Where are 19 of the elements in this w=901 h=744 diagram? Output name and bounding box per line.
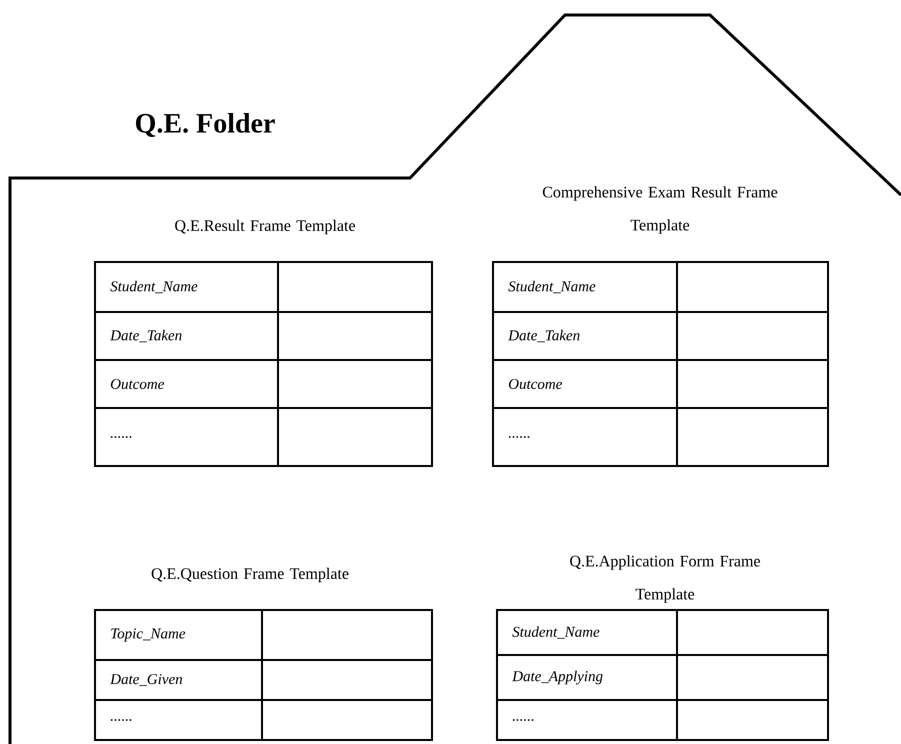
cell-text: Date_Given — [110, 674, 182, 686]
cell-text: Date_Taken — [110, 330, 182, 342]
table-heading: Q.E.Result Frame Template — [175, 220, 355, 234]
table-heading: Q.E.Question Frame Template — [152, 568, 348, 582]
cell-text: Topic_Name — [111, 628, 186, 642]
cell-text: ...... — [512, 719, 534, 721]
cell-text: Date_Taken — [508, 330, 580, 342]
cell-text: Student_Name — [508, 280, 596, 294]
table-heading: Comprehensive Exam Result Frame Template — [542, 186, 778, 234]
cell-text: Outcome — [110, 378, 164, 390]
cell-text: ...... — [110, 436, 132, 438]
table-heading: Q.E.Application Form Frame Template — [570, 555, 760, 603]
cell-text: ...... — [110, 719, 132, 721]
cell-text: ...... — [508, 436, 530, 438]
cell-text: Student_Name — [512, 626, 600, 639]
cell-text: Outcome — [508, 378, 562, 390]
cell-text: Date_Applying — [512, 670, 603, 684]
folder-title: Q.E. Folder — [136, 113, 275, 137]
cell-text: Student_Name — [110, 280, 198, 294]
